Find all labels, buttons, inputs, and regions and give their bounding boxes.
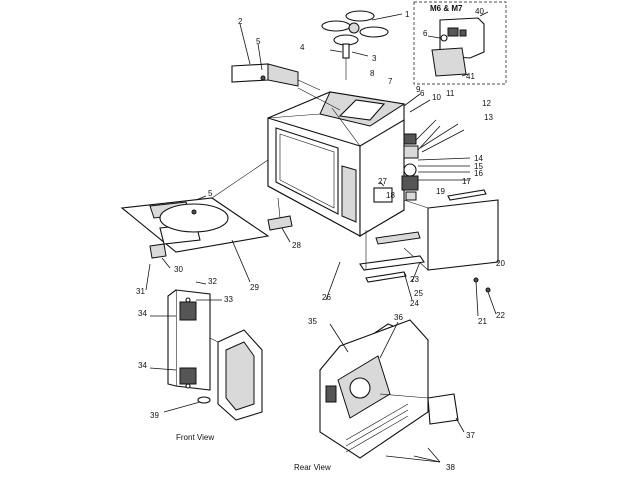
side-panel-part [403,199,499,317]
inset-label-40: 40 [475,7,484,16]
door-hinge-assembly [149,281,222,413]
inset-title: M6 & M7 [430,4,463,13]
front-view-caption: Front View [176,433,214,442]
inset-dashed-border [413,1,507,85]
fan-shaft-part [329,43,369,80]
fan-blade-part [321,10,403,46]
callout-35: 35 [308,317,317,326]
callout-9: 9 [416,85,421,94]
callout-38: 38 [446,463,455,472]
base-plate-part [120,159,270,283]
callout-23: 23 [410,275,419,284]
callout-29: 29 [250,283,259,292]
door-handle-part [209,329,263,421]
inset-bracket-part [427,11,489,77]
callout-21: 21 [478,317,487,326]
part-callout-labels: 1 2 3 4 5 5 6 7 8 9 10 11 12 13 14 15 16… [136,10,505,472]
callout-2: 2 [238,17,243,26]
callout-5-turntable: 5 [208,189,213,198]
callout-4: 4 [300,43,305,52]
foot-part [145,243,171,291]
callout-7: 7 [388,77,393,86]
relay-part [373,181,393,203]
callout-18: 18 [386,191,395,200]
callout-37: 37 [466,431,475,440]
callout-26: 26 [322,293,331,302]
rear-cabinet-part [319,319,465,463]
callout-24: 24 [410,299,419,308]
callout-15: 15 [474,162,483,171]
callout-34-top: 34 [138,309,147,318]
callout-39: 39 [150,411,159,420]
callout-32: 32 [208,277,217,286]
inset-label-41: 41 [466,72,475,81]
inset-label-6: 6 [423,29,428,38]
callout-31: 31 [136,287,145,296]
callout-30: 30 [174,265,183,274]
callout-33: 33 [224,295,233,304]
callout-5-duct: 5 [256,37,261,46]
callout-27: 27 [378,177,387,186]
air-duct-part [231,23,321,91]
cabinet-part [267,91,406,237]
callout-14: 14 [474,154,483,163]
callout-36: 36 [394,313,403,322]
callout-12: 12 [482,99,491,108]
callout-22: 22 [496,311,505,320]
callout-34-bottom: 34 [138,361,147,370]
callout-25: 25 [414,289,423,298]
callout-16: 16 [474,169,483,178]
callout-28: 28 [292,241,301,250]
callout-13: 13 [484,113,493,122]
latch-bracket-part [267,197,293,243]
bracket-strip-part [447,189,487,201]
inset-panel: M6 & M7 40 6 41 [413,1,507,85]
base-rail-parts [359,230,425,301]
control-components-part [401,93,471,201]
callout-19: 19 [436,187,445,196]
callout-3: 3 [372,54,377,63]
callout-20: 20 [496,259,505,268]
callout-11: 11 [446,89,455,98]
callout-1: 1 [405,10,410,19]
callout-10: 10 [432,93,441,102]
callout-17: 17 [462,177,471,186]
rear-view-caption: Rear View [294,463,331,472]
callout-8: 8 [370,69,375,78]
callout-6: 6 [420,89,425,98]
